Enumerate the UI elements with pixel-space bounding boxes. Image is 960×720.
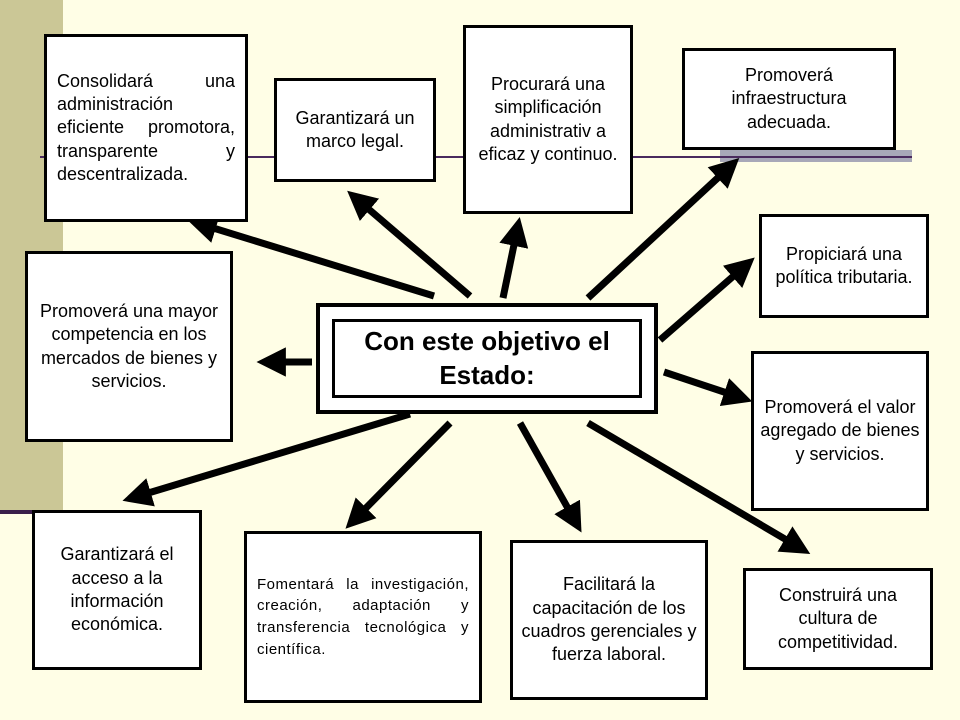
box-garantizara-marco: Garantizará un marco legal. bbox=[274, 78, 436, 182]
box-procurara: Procurará una simplificación administrat… bbox=[463, 25, 633, 214]
arrow-to-facilitara bbox=[516, 421, 582, 533]
central-objective-inner: Con este objetivo el Estado: bbox=[332, 319, 642, 398]
arrow-to-procurara bbox=[499, 216, 529, 299]
box-propiciara: Propiciará una política tributaria. bbox=[759, 214, 929, 318]
arrow-to-fomentara bbox=[345, 420, 453, 529]
arrow-to-garantizara-acceso bbox=[122, 410, 412, 507]
central-objective-box: Con este objetivo el Estado: bbox=[316, 303, 658, 414]
arrow-to-garantizara-marco bbox=[347, 190, 473, 299]
box-promovera-valor: Promoverá el valor agregado de bienes y … bbox=[751, 351, 929, 511]
box-fomentara-text: Fomentará la investigación, creación, ad… bbox=[257, 575, 469, 658]
box-promovera-valor-text: Promoverá el valor agregado de bienes y … bbox=[760, 396, 920, 464]
box-facilitara-text: Facilitará la capacitación de los cuadro… bbox=[521, 574, 697, 665]
decorative-side-bar-line bbox=[0, 510, 63, 514]
central-objective-text: Con este objetivo el Estado: bbox=[364, 325, 610, 390]
arrow-to-consolidara bbox=[187, 214, 436, 300]
box-promovera-infra: Promoverá infraestructura adecuada. bbox=[682, 48, 896, 150]
box-fomentara: Fomentará la investigación, creación, ad… bbox=[244, 531, 482, 703]
box-promovera-competencia-text: Promoverá una mayor competencia en los m… bbox=[39, 300, 219, 391]
box-consolidara-text: Consolidará una administración eficiente… bbox=[57, 70, 235, 185]
arrow-to-propiciara bbox=[657, 257, 755, 343]
box-facilitara: Facilitará la capacitación de los cuadro… bbox=[510, 540, 708, 700]
box-promovera-competencia: Promoverá una mayor competencia en los m… bbox=[25, 251, 233, 442]
arrow-to-promovera-infra bbox=[585, 158, 740, 301]
box-procurara-text: Procurará una simplificación administrat… bbox=[478, 73, 618, 164]
box-construira-text: Construirá una cultura de competitividad… bbox=[777, 584, 899, 652]
box-garantizara-acceso: Garantizará el acceso a la información e… bbox=[32, 510, 202, 670]
arrow-to-promovera-valor bbox=[662, 368, 753, 407]
box-garantizara-acceso-text: Garantizará el acceso a la información e… bbox=[60, 544, 174, 635]
box-propiciara-text: Propiciará una política tributaria. bbox=[775, 243, 913, 287]
arrow-to-construira bbox=[586, 419, 811, 554]
box-construira: Construirá una cultura de competitividad… bbox=[743, 568, 933, 670]
box-consolidara: Consolidará una administración eficiente… bbox=[44, 34, 248, 222]
box-garantizara-marco-text: Garantizará un marco legal. bbox=[295, 107, 415, 151]
box-promovera-infra-text: Promoverá infraestructura adecuada. bbox=[731, 64, 847, 132]
